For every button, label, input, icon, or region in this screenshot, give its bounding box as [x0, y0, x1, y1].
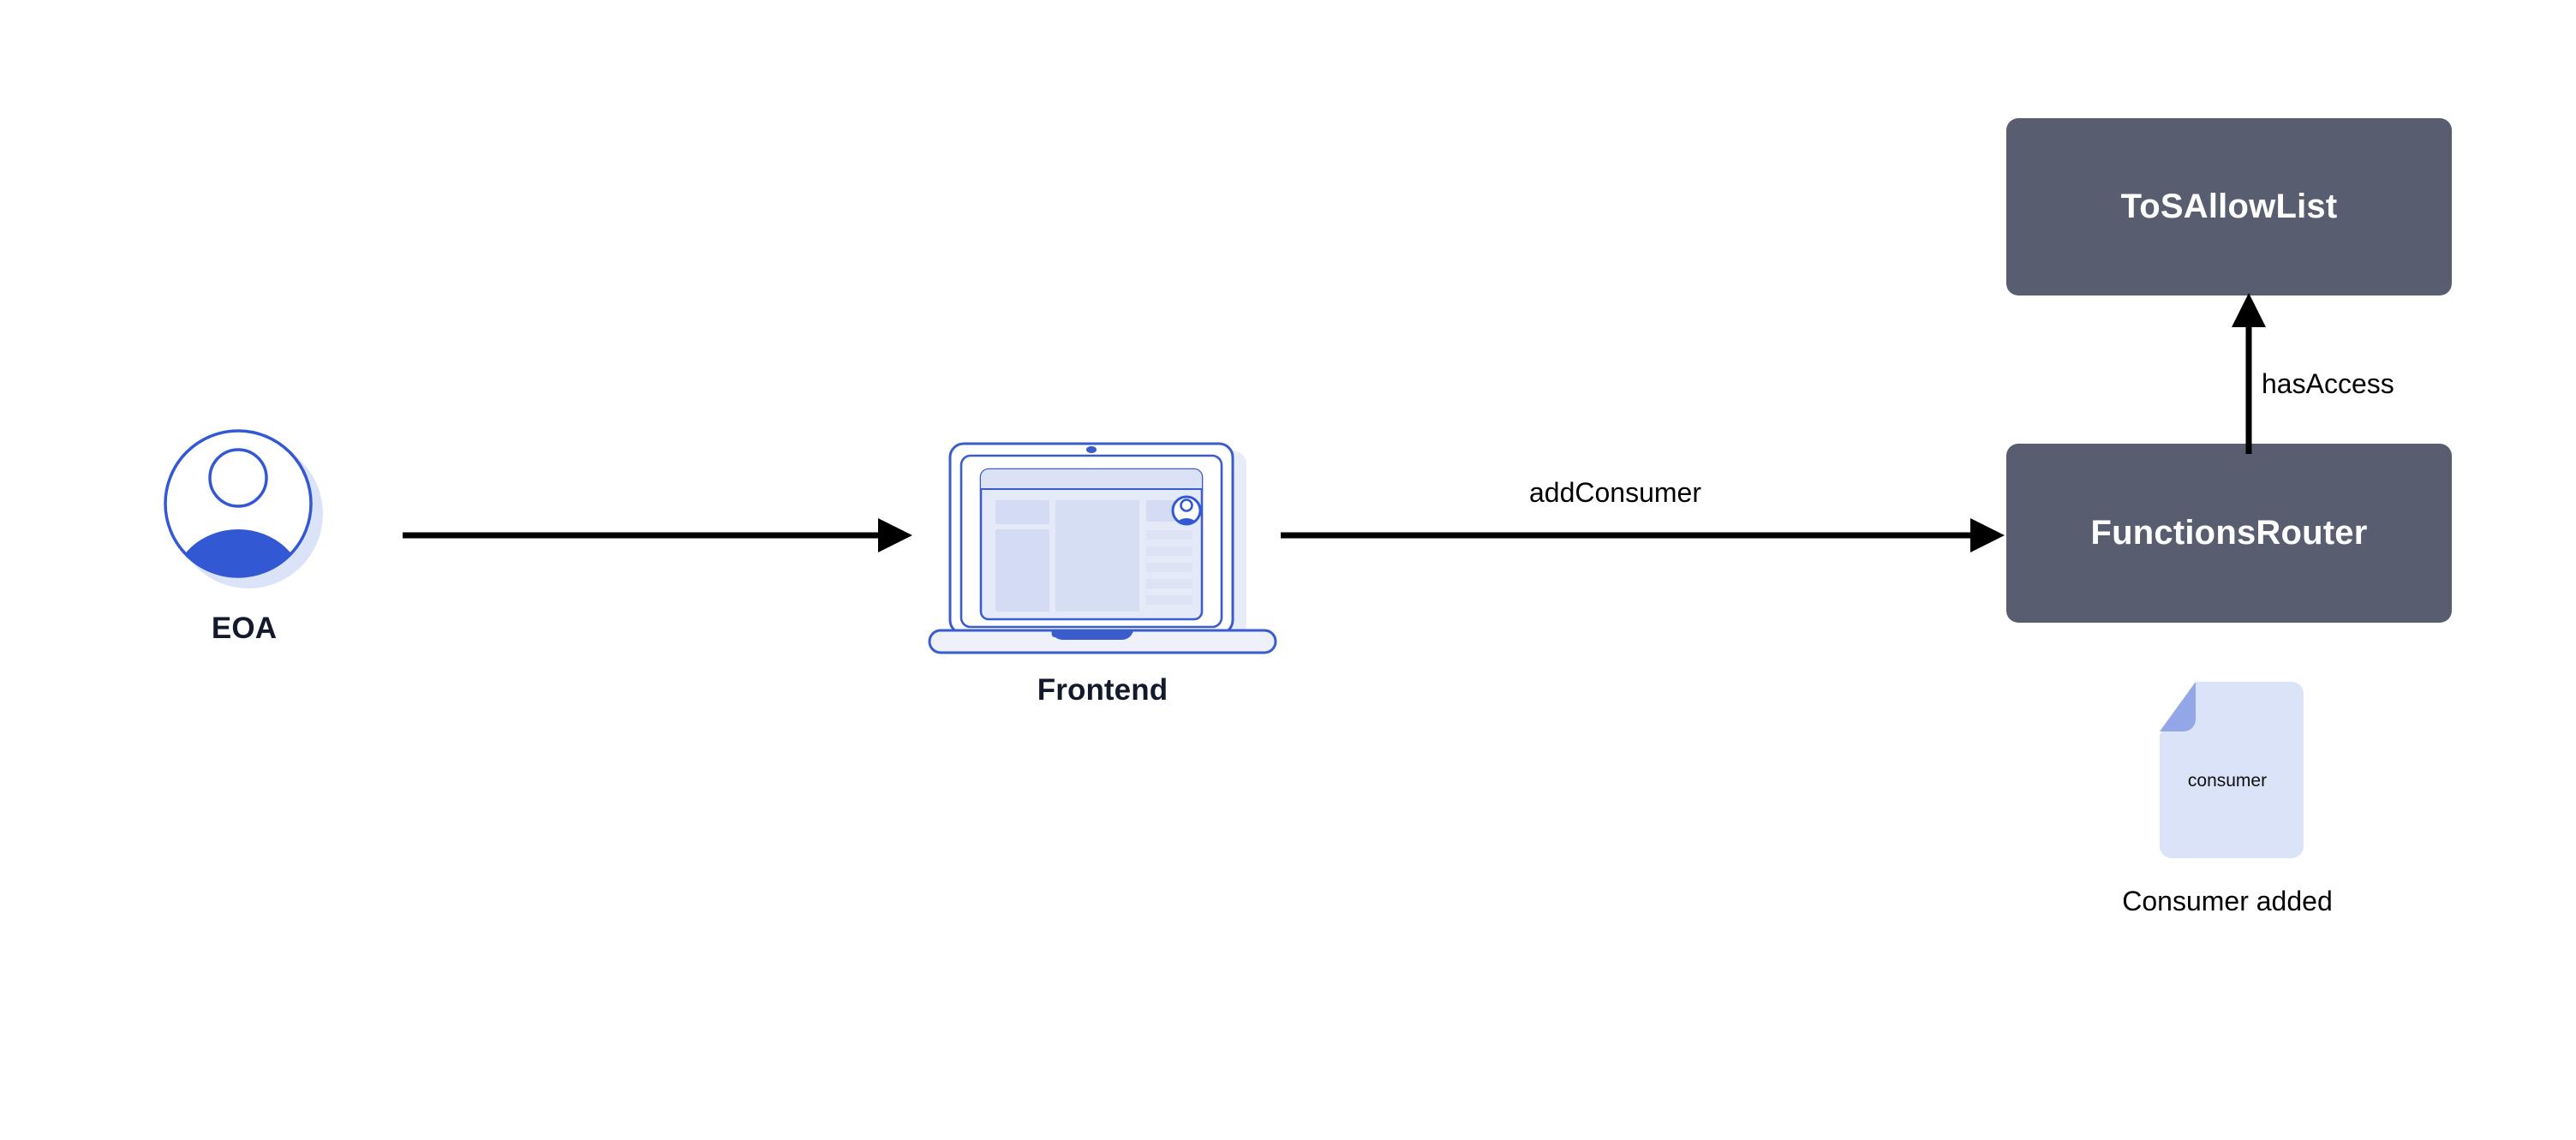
arrow-frontend-to-functions-router [1281, 518, 2005, 552]
consumer-document-group[interactable]: consumer Consumer added [2099, 677, 2356, 917]
document-file-label: consumer [2188, 771, 2267, 791]
node-frontend[interactable]: Frontend [918, 428, 1287, 707]
node-eoa[interactable]: EOA [120, 428, 368, 646]
node-label-eoa: EOA [211, 612, 278, 645]
node-label-tos-allow-list: ToSAllowList [2120, 188, 2338, 225]
screen-avatar-icon [1171, 495, 1202, 526]
arrow-eoa-to-frontend [403, 518, 912, 552]
edge-label-add-consumer: addConsumer [1529, 477, 1701, 508]
consumer-added-caption: Consumer added [2122, 886, 2333, 916]
laptop-icon [928, 442, 1277, 654]
document-file-icon: consumer [2160, 682, 2304, 858]
node-label-functions-router: FunctionsRouter [2090, 514, 2368, 552]
arrow-functions-router-to-tos-allow-list [2232, 293, 2266, 454]
edge-label-has-access: hasAccess [2262, 368, 2394, 399]
node-label-frontend: Frontend [1037, 673, 1168, 707]
node-functions-router[interactable]: FunctionsRouter [2006, 444, 2452, 623]
node-tos-allow-list[interactable]: ToSAllowList [2006, 118, 2452, 295]
user-avatar-icon [164, 429, 323, 588]
